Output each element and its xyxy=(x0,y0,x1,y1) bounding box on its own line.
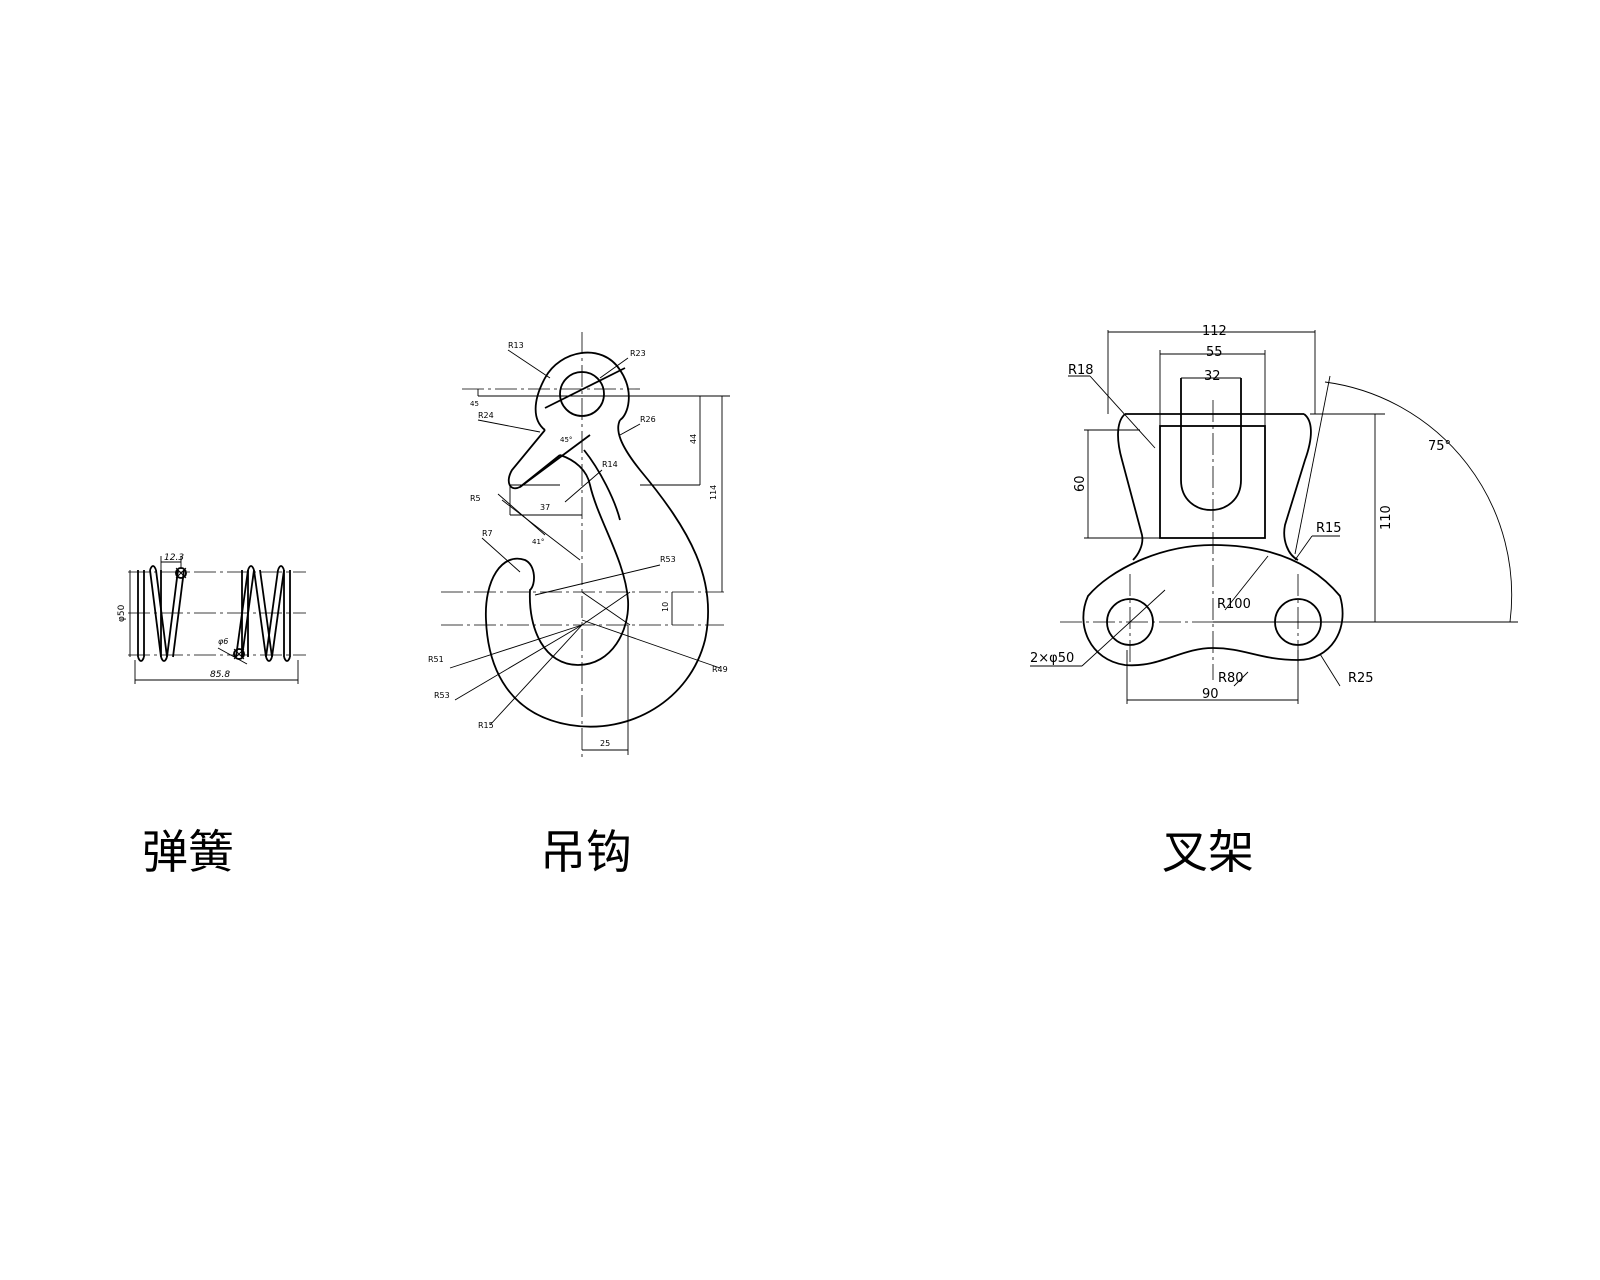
hook-r13-label: R13 xyxy=(508,341,524,350)
hook-r15-label: R15 xyxy=(478,721,494,730)
hook-drawing: R13 R23 45 R24 R26 45° R14 R5 37 R7 41° … xyxy=(428,332,730,879)
hook-title: 吊钩 xyxy=(540,825,632,879)
fork-r80-label: R80 xyxy=(1218,671,1244,686)
fork-r25-label: R25 xyxy=(1348,671,1374,686)
hook-114-label: 114 xyxy=(709,485,718,500)
spring-left-coils xyxy=(137,565,185,662)
spring-right-coils xyxy=(235,565,291,662)
fork-u-slot xyxy=(1180,378,1242,511)
fork-32-label: 32 xyxy=(1204,369,1221,384)
hook-r49-label: R49 xyxy=(712,665,728,674)
hook-r7-label: R7 xyxy=(482,529,493,538)
fork-r100-label: R100 xyxy=(1217,597,1251,612)
hook-r23-label: R23 xyxy=(630,349,646,358)
fork-left-flank xyxy=(1117,413,1144,561)
fork-rectangular-slot xyxy=(1159,425,1266,539)
hook-angle41-label: 41° xyxy=(532,538,544,546)
spring-drawing: 12.3 φ50 φ6 85.8 弹簧 xyxy=(117,553,306,879)
hook-tongue xyxy=(507,429,561,490)
fork-110-label: 110 xyxy=(1379,505,1394,530)
hook-r24-label: R24 xyxy=(478,411,494,420)
hook-10-label: 10 xyxy=(661,602,670,612)
spring-pitch-dim: 12.3 xyxy=(164,553,184,563)
fork-55-label: 55 xyxy=(1206,345,1223,360)
hook-r51-label: R51 xyxy=(428,655,444,664)
hook-r53-lower-label: R53 xyxy=(434,691,450,700)
fork-90-label: 90 xyxy=(1202,687,1219,702)
fork-112-label: 112 xyxy=(1202,324,1227,339)
fork-left-hole xyxy=(1106,598,1154,646)
hook-37-label: 37 xyxy=(540,503,550,512)
fork-60-label: 60 xyxy=(1073,475,1088,492)
fork-r18-label: R18 xyxy=(1068,363,1094,378)
spring-diameter-dim: φ50 xyxy=(117,604,127,622)
hook-r26-label: R26 xyxy=(640,415,656,424)
fork-drawing: 112 55 32 R18 60 110 75° R15 R100 2×φ50 … xyxy=(1030,324,1518,879)
fork-title: 叉架 xyxy=(1162,825,1254,879)
hook-44-label: 44 xyxy=(689,434,698,444)
hook-angle45-label: 45° xyxy=(560,436,572,444)
spring-title: 弹簧 xyxy=(142,825,234,879)
fork-base-outline xyxy=(1082,544,1344,667)
fork-angle-label: 75° xyxy=(1428,439,1451,454)
hook-eye-hole xyxy=(559,371,605,417)
hook-body-outline xyxy=(485,419,709,728)
spring-wire-section-bottom xyxy=(233,648,245,660)
spring-length-dim: 85.8 xyxy=(210,670,230,680)
hook-r14-label: R14 xyxy=(602,460,618,469)
hook-r5-label: R5 xyxy=(470,494,481,503)
hook-45-label: 45 xyxy=(470,400,479,408)
hook-r53-upper-label: R53 xyxy=(660,555,676,564)
hook-eye-outline xyxy=(534,351,630,431)
fork-r15-label: R15 xyxy=(1316,521,1342,536)
spring-wire-dim: φ6 xyxy=(218,637,228,646)
fork-holes-label: 2×φ50 xyxy=(1030,651,1074,666)
hook-25-label: 25 xyxy=(600,739,610,748)
fork-right-flank xyxy=(1283,413,1312,561)
